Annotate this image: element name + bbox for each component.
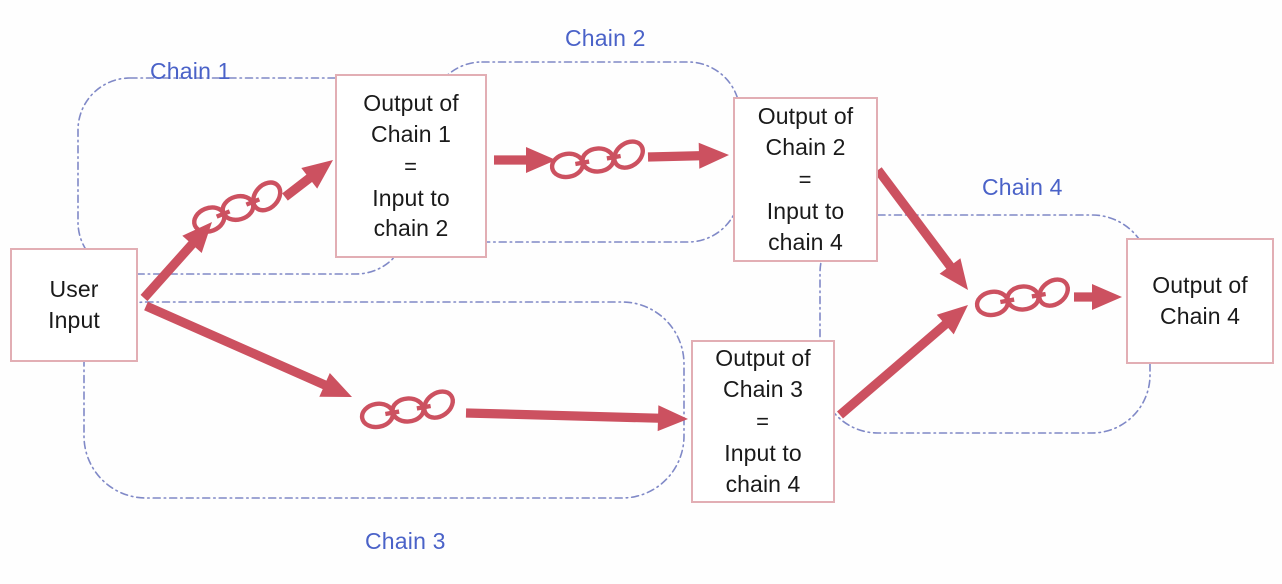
chain-link-oval [422, 389, 455, 420]
output-of-chain-3-box: Output of Chain 3 = Input to chain 4 [691, 340, 835, 503]
region-label-chain-1: Chain 1 [150, 58, 231, 84]
output-of-chain-1-box: Output of Chain 1 = Input to chain 2 [335, 74, 487, 258]
equals-sign: = [756, 409, 770, 434]
chain-link-icon [549, 139, 645, 180]
chain-link-oval [220, 193, 256, 223]
chain-icons-layer [192, 139, 1070, 430]
chain-link-oval [612, 139, 645, 170]
chain-link-joint [1031, 291, 1047, 299]
region-label-chain-4: Chain 4 [982, 174, 1063, 200]
chain-link-joint [574, 159, 590, 167]
region-label-chain-3: Chain 3 [365, 528, 446, 554]
output-of-chain-2-box: Output of Chain 2 = Input to chain 4 [733, 97, 878, 262]
node-text-line: chain 4 [725, 470, 801, 497]
node-text-line: Input to [766, 198, 845, 224]
node-text-line: Output of [363, 89, 459, 116]
node-text-line: Chain 2 [765, 134, 846, 161]
node-text-line: chain 4 [768, 228, 843, 255]
node-text-line: Input [48, 307, 100, 333]
chain-link-icon [359, 389, 455, 430]
node-text-line: chain 2 [373, 215, 449, 242]
node-text-line: Output of [757, 103, 854, 130]
chain-link-oval [1037, 277, 1070, 308]
chain-link-joint [999, 297, 1015, 305]
chain-link-icon [192, 180, 283, 234]
arrow-chain3-to-box3 [465, 405, 688, 432]
node-text-line: Chain 4 [1160, 303, 1240, 329]
chain-link-joint [416, 403, 432, 411]
chain-link-icon [974, 277, 1070, 318]
node-text-line: Output of [1152, 272, 1248, 299]
chain-link-joint [245, 197, 261, 207]
chain-link-joint [606, 153, 622, 161]
node-text-line: User [49, 276, 99, 303]
arrow-chain4-to-box4 [1074, 284, 1122, 310]
chain-link-joint [384, 409, 400, 417]
equals-sign: = [404, 153, 418, 179]
chain-regions-layer [77, 61, 1151, 499]
chain-region-chain-3 [83, 301, 685, 499]
node-text-line: Chain 1 [371, 120, 451, 147]
arrow-user-to-chain1 [140, 222, 212, 302]
arrow-box2-to-chain4 [874, 167, 968, 290]
arrow-box3-to-chain4 [837, 305, 968, 419]
node-text-line: Chain 3 [723, 376, 803, 403]
chain-link-oval [251, 180, 283, 213]
node-text-line: Output of [715, 345, 811, 372]
arrows-layer [140, 142, 1122, 432]
arrow-box1-to-chain2 [494, 147, 556, 173]
chain-link-joint [215, 209, 231, 219]
arrow-user-to-chain3 [144, 301, 352, 397]
chain-region-chain-4 [819, 214, 1151, 434]
arrow-chain2-to-box2 [647, 142, 729, 169]
arrow-chain1-to-box1 [282, 160, 333, 201]
output-of-chain-4-box: Output of Chain 4 [1126, 238, 1274, 364]
node-text-line: Input to [372, 184, 450, 211]
equals-sign: = [798, 167, 813, 192]
node-text-line: Input to [724, 440, 802, 466]
region-label-chain-2: Chain 2 [565, 25, 646, 51]
